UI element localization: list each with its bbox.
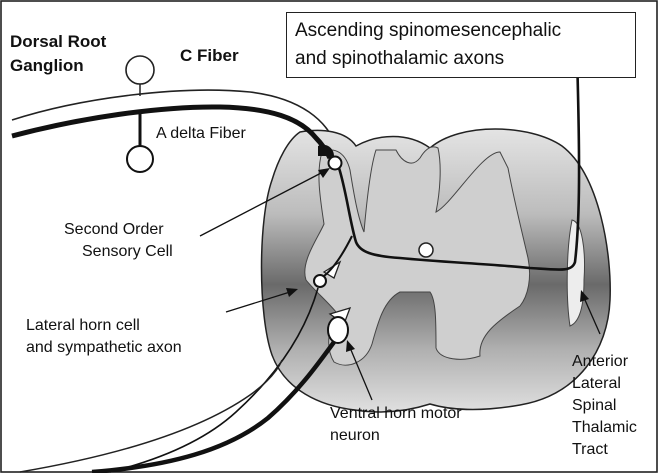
dorsal-root-ganglion-cell bbox=[126, 56, 154, 84]
box-line-1: Ascending spinomesencephalic bbox=[295, 17, 627, 45]
label-dorsal-root-ganglion-line1: Dorsal Root bbox=[10, 32, 106, 52]
a-delta-cell bbox=[127, 146, 153, 172]
label-lateral-horn-line2: and sympathetic axon bbox=[26, 338, 182, 357]
label-tract-line5: Tract bbox=[572, 440, 608, 459]
label-second-order-line1: Second Order bbox=[64, 220, 164, 239]
label-second-order-line2: Sensory Cell bbox=[82, 242, 173, 261]
label-tract-line4: Thalamic bbox=[572, 418, 637, 437]
label-c-fiber: C Fiber bbox=[180, 46, 239, 66]
label-a-delta-fiber: A delta Fiber bbox=[156, 124, 246, 143]
label-ventral-horn-line1: Ventral horn motor bbox=[330, 404, 462, 423]
ventral-horn-motor-neuron bbox=[328, 317, 348, 343]
label-dorsal-root-ganglion-line2: Ganglion bbox=[10, 56, 84, 76]
label-lateral-horn-line1: Lateral horn cell bbox=[26, 316, 140, 335]
ascending-axons-label-box: Ascending spinomesencephalic and spinoth… bbox=[286, 12, 636, 78]
ventral-root-sheath bbox=[20, 360, 282, 472]
label-tract-line2: Lateral bbox=[572, 374, 621, 393]
lateral-horn-cell bbox=[314, 275, 326, 287]
second-order-sensory-cell bbox=[329, 157, 342, 170]
label-tract-line1: Anterior bbox=[572, 352, 628, 371]
label-ventral-horn-line2: neuron bbox=[330, 426, 380, 445]
box-line-2: and spinothalamic axons bbox=[295, 45, 627, 73]
label-tract-line3: Spinal bbox=[572, 396, 616, 415]
central-canal bbox=[419, 243, 433, 257]
